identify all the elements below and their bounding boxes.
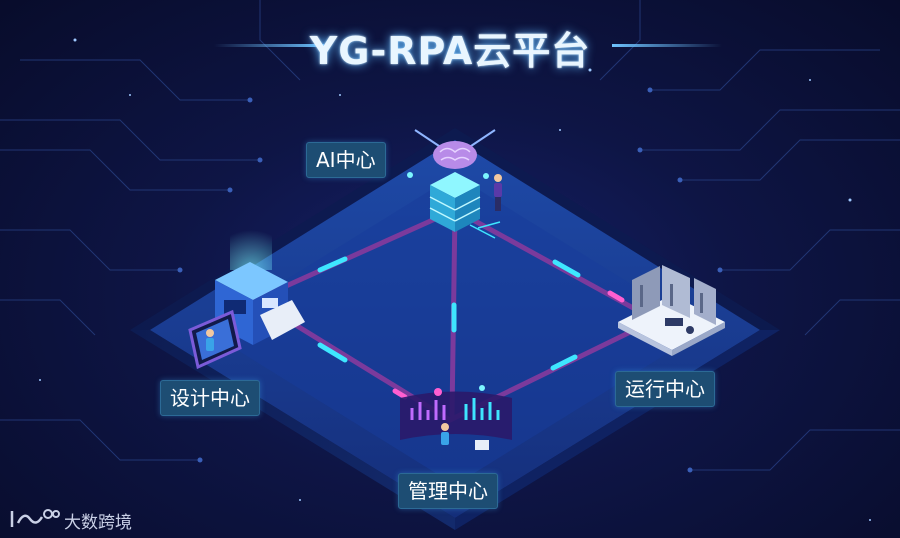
brand-logo-icon — [8, 505, 60, 533]
document-icon — [475, 440, 489, 450]
management-center-label: 管理中心 — [398, 473, 498, 509]
design-center-label: 设计中心 — [160, 380, 260, 416]
person-icon — [441, 423, 449, 445]
title-decor-line-right — [612, 44, 722, 47]
person-icon — [494, 174, 502, 211]
brain-icon — [433, 141, 477, 169]
person-icon — [206, 329, 214, 351]
watermark-brand-text: 大数跨境 — [64, 508, 132, 533]
page-title: YG-RPA云平台 — [0, 20, 900, 75]
page-title-area: YG-RPA云平台 — [0, 14, 900, 74]
ai-center-label: AI中心 — [306, 142, 386, 178]
operations-center-label: 运行中心 — [615, 371, 715, 407]
